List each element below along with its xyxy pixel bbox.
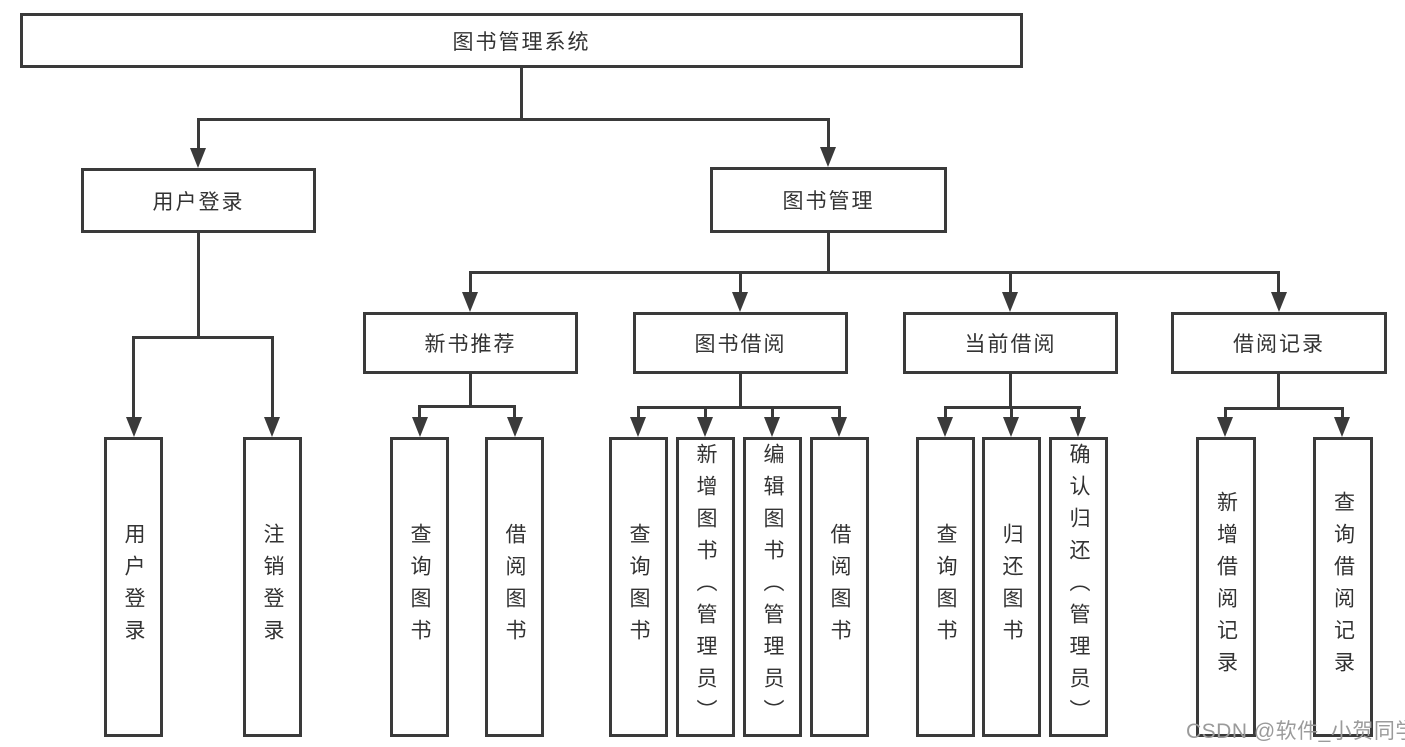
leaf-query-borrow-record: 查询借阅记录 [1313,437,1373,737]
connector-line [418,405,516,408]
arrowhead-down-icon [507,417,523,437]
connector-line [197,118,200,150]
connector-line [827,118,830,149]
connector-line [1077,406,1080,419]
arrowhead-down-icon [764,417,780,437]
leaf-query-books-borrow: 查询图书 [609,437,668,737]
node-library-system: 图书管理系统 [20,13,1023,68]
connector-line [469,271,472,295]
leaf-borrow-books-recommend: 借阅图书 [485,437,544,737]
arrowhead-down-icon [1002,292,1018,312]
csdn-watermark: CSDN @软件_小贺同学 [1186,720,1405,743]
arrowhead-down-icon [264,417,280,437]
connector-line [739,271,742,295]
connector-line [1277,271,1280,295]
connector-line [132,336,135,417]
connector-line [469,374,472,407]
connector-line [513,405,516,419]
arrowhead-down-icon [732,292,748,312]
arrowhead-down-icon [831,417,847,437]
node-book-management: 图书管理 [710,167,947,233]
arrowhead-down-icon [820,147,836,167]
node-current-borrow: 当前借阅 [903,312,1118,374]
connector-line [1224,407,1344,410]
connector-line [1010,406,1013,419]
leaf-logout-login: 注销登录 [243,437,302,737]
arrowhead-down-icon [462,292,478,312]
connector-line [637,406,640,419]
arrowhead-down-icon [412,417,428,437]
leaf-edit-book-admin: 编辑图书（管理员） [743,437,802,737]
connector-line [739,374,742,409]
leaf-confirm-return-admin: 确认归还（管理员） [1049,437,1108,737]
connector-line [132,336,274,339]
arrowhead-down-icon [1217,417,1233,437]
arrowhead-down-icon [1334,417,1350,437]
connector-line [197,118,830,121]
arrowhead-down-icon [1003,417,1019,437]
arrowhead-down-icon [937,417,953,437]
connector-line [1341,407,1344,419]
node-user-login: 用户登录 [81,168,316,233]
connector-line [1224,407,1227,419]
arrowhead-down-icon [1271,292,1287,312]
leaf-query-books-current: 查询图书 [916,437,975,737]
leaf-borrow-books: 借阅图书 [810,437,869,737]
connector-line [418,405,421,419]
leaf-add-book-admin: 新增图书（管理员） [676,437,735,737]
connector-line [704,406,707,419]
node-book-borrow: 图书借阅 [633,312,848,374]
connector-line [469,271,1280,274]
connector-line [838,406,841,419]
leaf-query-books-recommend: 查询图书 [390,437,449,737]
connector-line [1009,271,1012,295]
leaf-add-borrow-record: 新增借阅记录 [1196,437,1256,737]
arrowhead-down-icon [126,417,142,437]
connector-line [944,406,947,419]
connector-line [271,336,274,417]
connector-line [520,68,523,118]
connector-line [827,233,830,273]
connector-line [1009,374,1012,408]
leaf-return-books: 归还图书 [982,437,1041,737]
connector-line [197,233,200,337]
arrowhead-down-icon [190,148,206,168]
arrowhead-down-icon [630,417,646,437]
connector-line [637,406,841,409]
arrowhead-down-icon [1070,417,1086,437]
leaf-user-login: 用户登录 [104,437,163,737]
connector-line [771,406,774,419]
arrowhead-down-icon [697,417,713,437]
node-borrow-records: 借阅记录 [1171,312,1387,374]
connector-line [1277,374,1280,409]
node-new-book-recommend: 新书推荐 [363,312,578,374]
